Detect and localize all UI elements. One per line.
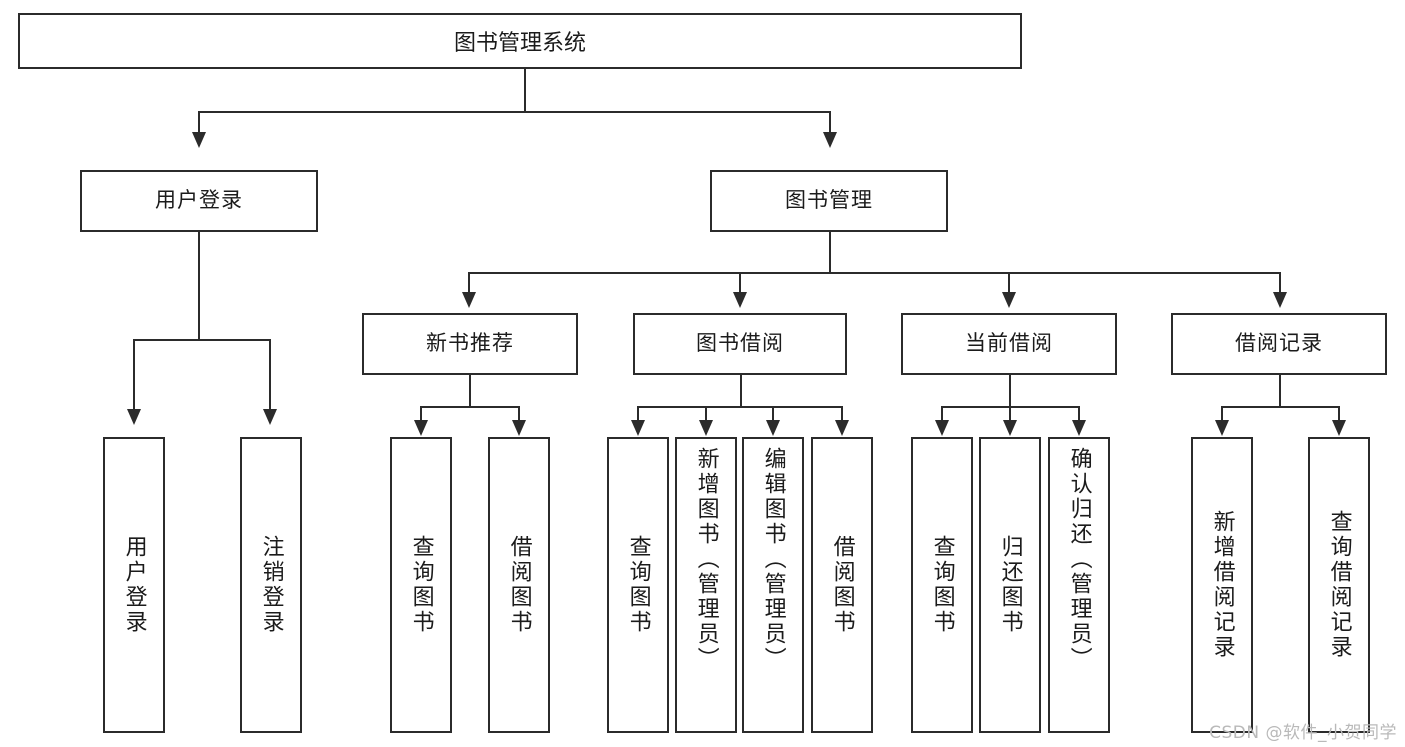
arrowhead-borrowrecords-leaf-1	[1215, 420, 1229, 436]
arrowhead-borrow-records	[1273, 292, 1287, 308]
leaf-user-logout[interactable]: 注销登录	[240, 437, 302, 733]
node-current-borrow[interactable]: 当前借阅	[901, 313, 1117, 375]
arrowhead-currentborrow-leaf-2	[1003, 420, 1017, 436]
connector-currentborrow-drop-1	[941, 406, 943, 422]
leaf-currentborrow-confirm-return[interactable]: 确认归还（管理员）	[1048, 437, 1110, 733]
node-user-login[interactable]: 用户登录	[80, 170, 318, 232]
arrowhead-current-borrow	[1002, 292, 1016, 308]
connector-newbook-bus	[420, 406, 519, 408]
arrowhead-currentborrow-leaf-3	[1072, 420, 1086, 436]
leaf-newbook-borrow-book[interactable]: 借阅图书	[488, 437, 550, 733]
leaf-bookborrow-add-book[interactable]: 新增图书（管理员）	[675, 437, 737, 733]
arrowhead-newbook-leaf-1	[414, 420, 428, 436]
node-book-manage-label: 图书管理	[785, 188, 873, 213]
connector-root-stem	[524, 69, 526, 111]
leaf-bookborrow-edit-book-label: 编辑图书（管理员）	[760, 447, 786, 672]
arrowhead-currentborrow-leaf-1	[935, 420, 949, 436]
node-new-book-recommend-label: 新书推荐	[426, 331, 514, 356]
leaf-newbook-query-book-label: 查询图书	[408, 535, 434, 635]
arrowhead-bookborrow-leaf-1	[631, 420, 645, 436]
connector-userlogin-drop-1	[133, 339, 135, 411]
node-book-manage[interactable]: 图书管理	[710, 170, 948, 232]
connector-bookborrow-stem	[740, 375, 742, 406]
arrowhead-leaf-user-logout	[263, 409, 277, 425]
leaf-currentborrow-return-book-label: 归还图书	[997, 535, 1023, 635]
connector-newbook-drop-1	[420, 406, 422, 422]
arrowhead-leaf-user-login	[127, 409, 141, 425]
connector-userlogin-drop-2	[269, 339, 271, 411]
node-book-borrow[interactable]: 图书借阅	[633, 313, 847, 375]
leaf-bookborrow-borrow-book[interactable]: 借阅图书	[811, 437, 873, 733]
node-new-book-recommend[interactable]: 新书推荐	[362, 313, 578, 375]
connector-bookborrow-drop-2	[705, 406, 707, 422]
node-root-label: 图书管理系统	[453, 31, 586, 56]
connector-currentborrow-drop-2	[1009, 406, 1011, 422]
arrowhead-bookborrow-leaf-3	[766, 420, 780, 436]
node-root[interactable]: 图书管理系统	[18, 13, 1022, 69]
leaf-borrowrecords-query-record[interactable]: 查询借阅记录	[1308, 437, 1370, 733]
node-user-login-label: 用户登录	[155, 188, 243, 213]
leaf-bookborrow-query-book[interactable]: 查询图书	[607, 437, 669, 733]
node-borrow-records-label: 借阅记录	[1235, 331, 1323, 356]
connector-userlogin-bus	[133, 339, 270, 341]
connector-bookmanage-drop-4	[1279, 272, 1281, 294]
leaf-borrowrecords-query-record-label: 查询借阅记录	[1326, 510, 1352, 660]
leaf-newbook-borrow-book-label: 借阅图书	[506, 535, 532, 635]
connector-bookborrow-drop-4	[841, 406, 843, 422]
node-borrow-records[interactable]: 借阅记录	[1171, 313, 1387, 375]
leaf-user-login[interactable]: 用户登录	[103, 437, 165, 733]
arrowhead-new-book	[462, 292, 476, 308]
node-book-borrow-label: 图书借阅	[696, 331, 784, 356]
leaf-user-login-label: 用户登录	[121, 535, 147, 635]
connector-root-drop-2	[829, 111, 831, 134]
connector-bookmanage-drop-2	[739, 272, 741, 294]
arrowhead-book-manage	[823, 132, 837, 148]
connector-root-bus	[198, 111, 830, 113]
connector-newbook-drop-2	[518, 406, 520, 422]
leaf-bookborrow-query-book-label: 查询图书	[625, 535, 651, 635]
connector-root-drop-1	[198, 111, 200, 134]
arrowhead-book-borrow	[733, 292, 747, 308]
connector-bookborrow-drop-3	[772, 406, 774, 422]
arrowhead-borrowrecords-leaf-2	[1332, 420, 1346, 436]
node-current-borrow-label: 当前借阅	[965, 331, 1053, 356]
connector-borrowrecords-drop-1	[1221, 406, 1223, 422]
connector-borrowrecords-stem	[1279, 375, 1281, 406]
connector-bookmanage-bus	[468, 272, 1280, 274]
leaf-currentborrow-confirm-return-label: 确认归还（管理员）	[1066, 447, 1092, 672]
connector-bookmanage-drop-1	[468, 272, 470, 294]
connector-bookmanage-drop-3	[1008, 272, 1010, 294]
connector-bookmanage-stem	[829, 232, 831, 272]
leaf-borrowrecords-add-record-label: 新增借阅记录	[1209, 510, 1235, 660]
connector-currentborrow-stem	[1009, 375, 1011, 406]
leaf-borrowrecords-add-record[interactable]: 新增借阅记录	[1191, 437, 1253, 733]
connector-bookborrow-bus	[637, 406, 843, 408]
connector-bookborrow-drop-1	[637, 406, 639, 422]
leaf-bookborrow-borrow-book-label: 借阅图书	[829, 535, 855, 635]
leaf-currentborrow-query-book[interactable]: 查询图书	[911, 437, 973, 733]
leaf-currentborrow-query-book-label: 查询图书	[929, 535, 955, 635]
connector-newbook-stem	[469, 375, 471, 406]
leaf-user-logout-label: 注销登录	[258, 535, 284, 635]
connector-userlogin-stem	[198, 232, 200, 339]
leaf-bookborrow-add-book-label: 新增图书（管理员）	[693, 447, 719, 672]
leaf-bookborrow-edit-book[interactable]: 编辑图书（管理员）	[742, 437, 804, 733]
connector-currentborrow-drop-3	[1078, 406, 1080, 422]
arrowhead-bookborrow-leaf-2	[699, 420, 713, 436]
arrowhead-user-login	[192, 132, 206, 148]
connector-borrowrecords-bus	[1221, 406, 1340, 408]
arrowhead-bookborrow-leaf-4	[835, 420, 849, 436]
leaf-newbook-query-book[interactable]: 查询图书	[390, 437, 452, 733]
arrowhead-newbook-leaf-2	[512, 420, 526, 436]
connector-borrowrecords-drop-2	[1338, 406, 1340, 422]
leaf-currentborrow-return-book[interactable]: 归还图书	[979, 437, 1041, 733]
